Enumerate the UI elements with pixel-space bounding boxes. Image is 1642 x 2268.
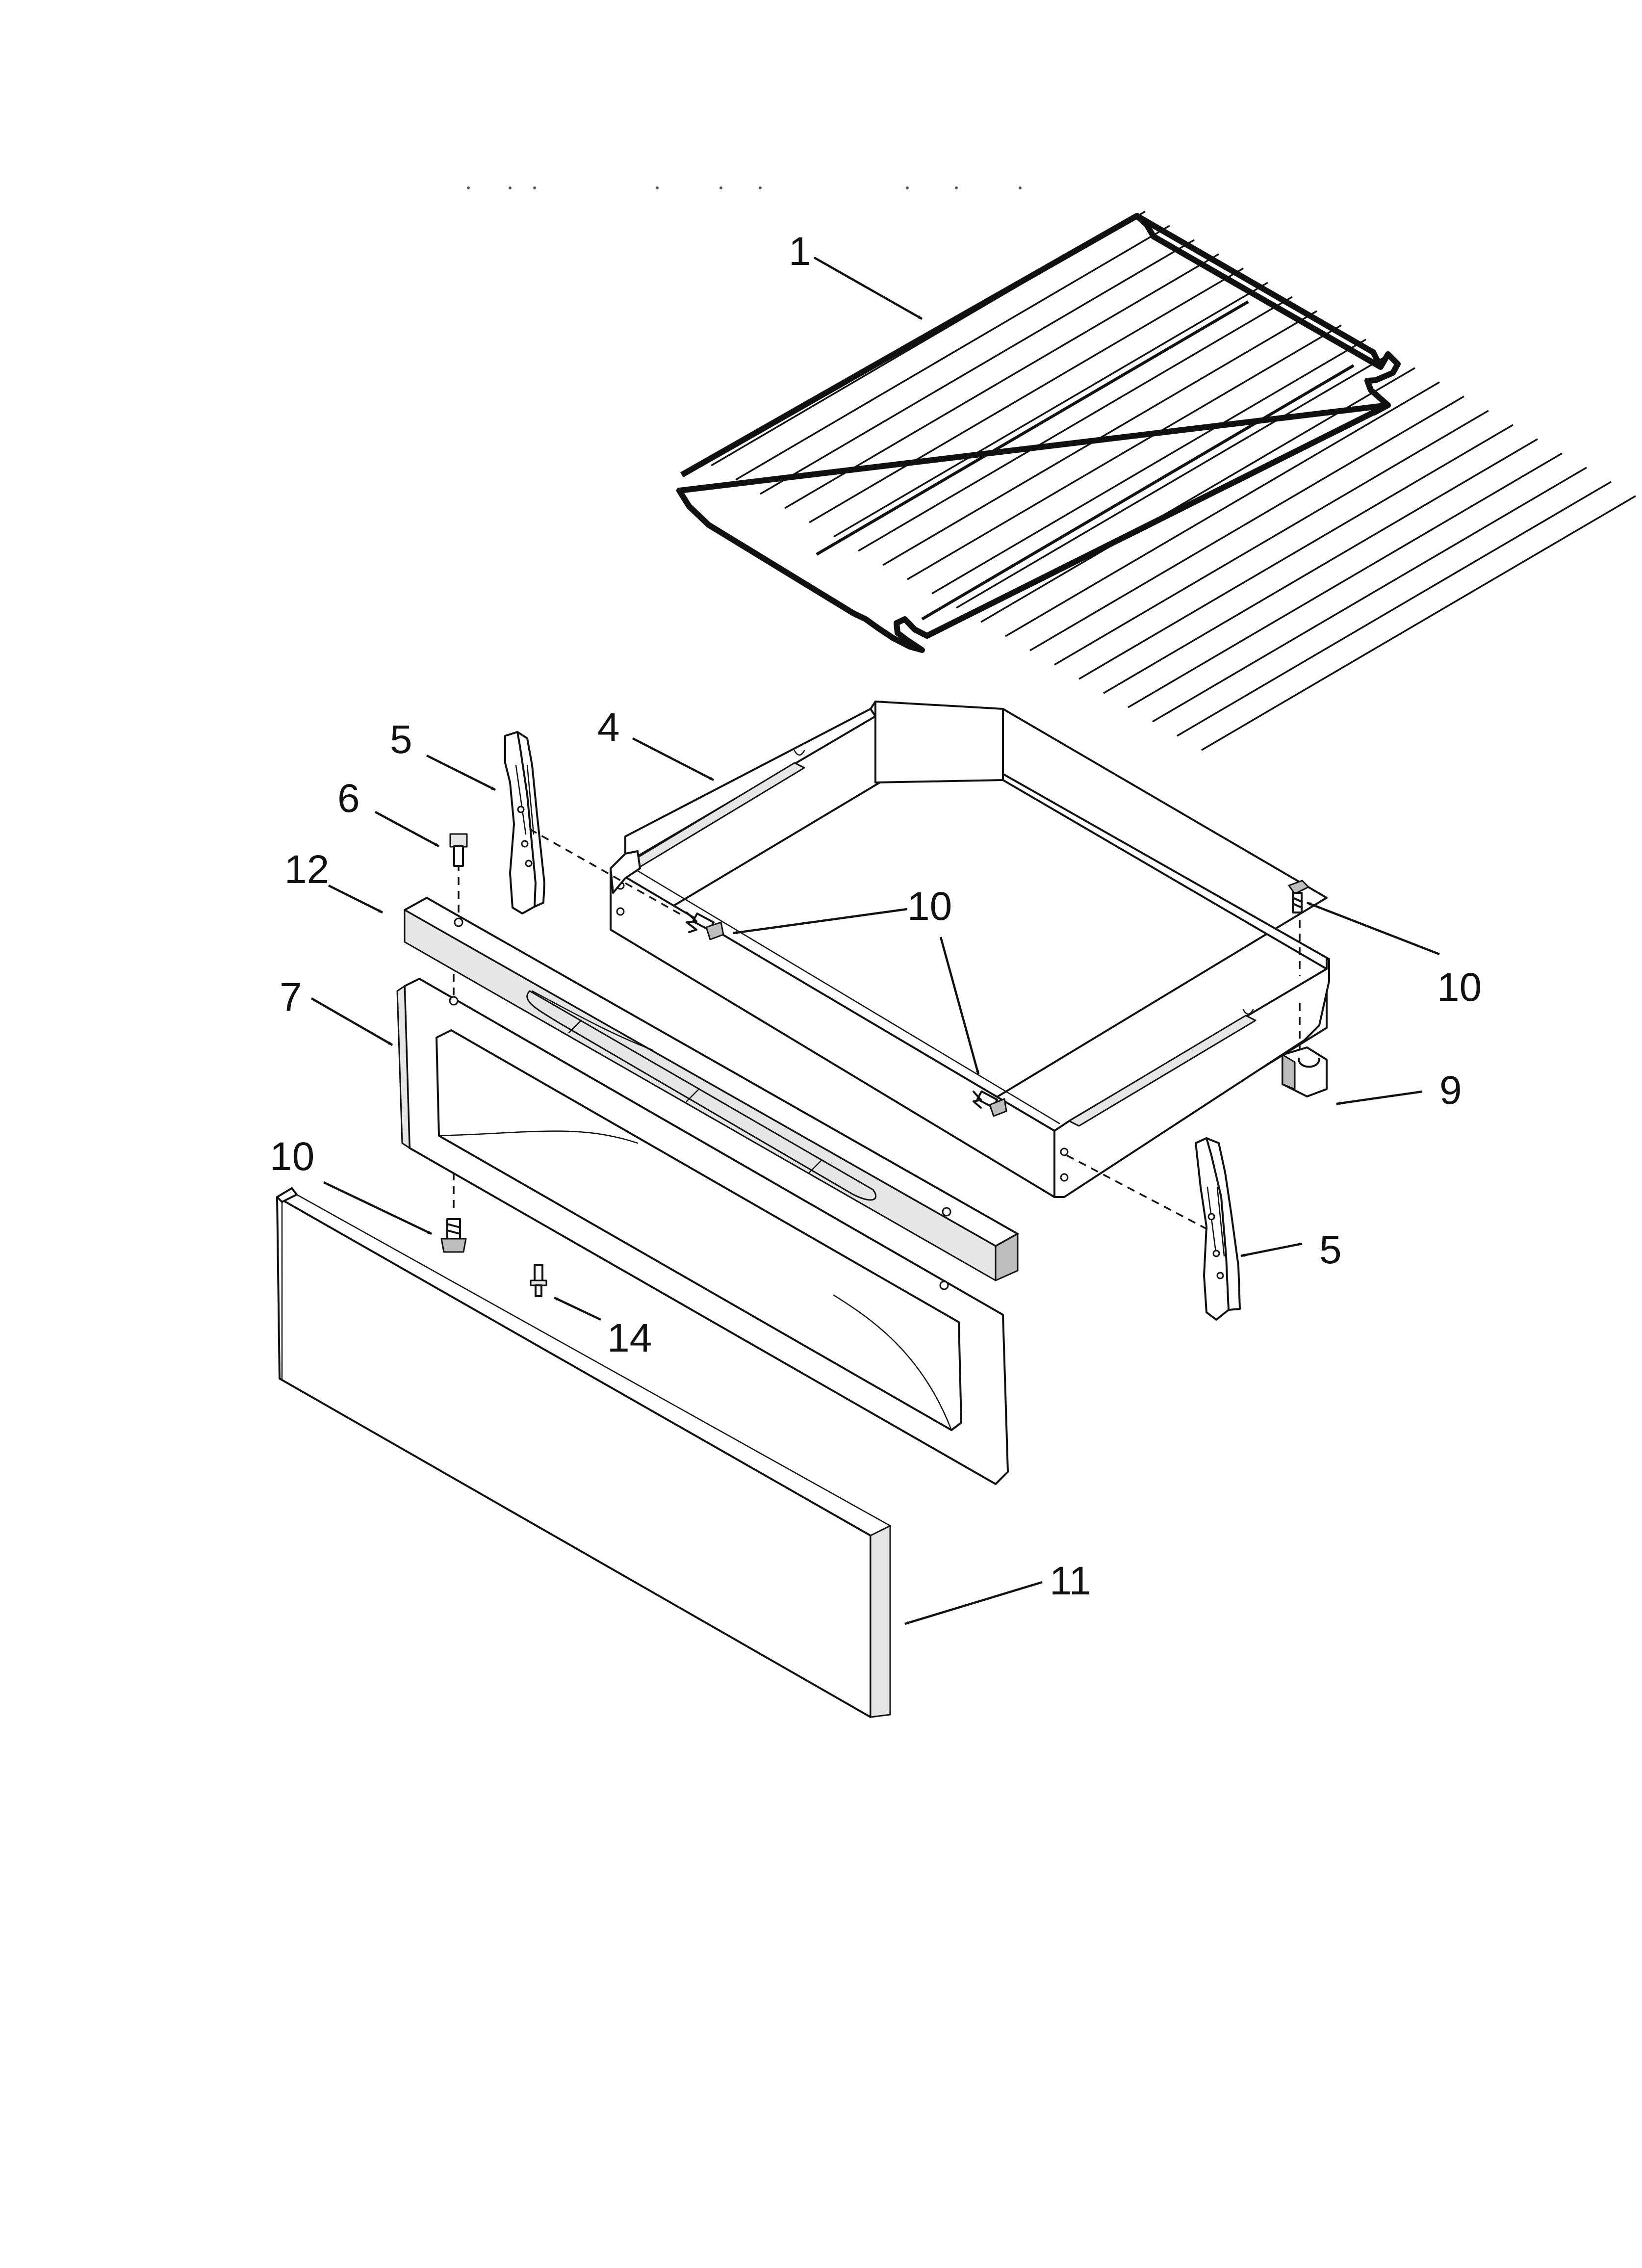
leader-10-drawer-front [939,937,980,1075]
screw-drawer-front [973,1090,1007,1117]
drawer-rail-right [1068,1015,1257,1127]
leader-4 [632,737,715,782]
callout-oven-rack: 1 [789,229,811,274]
leader-9 [1336,1090,1423,1105]
rack-frame [676,213,1401,653]
leader-1 [813,257,923,320]
callout-shoulder-screw: 6 [337,776,360,821]
oven-rack [676,210,1636,751]
rack-cross-wire [816,300,1249,556]
rack-bars [711,210,1636,751]
callout-pin: 14 [607,1316,652,1360]
drawer-end-cutout [610,850,641,894]
drawer-notch-2 [1242,1009,1254,1015]
callout-outer-panel: 11 [1050,1559,1091,1603]
screw-front [440,1218,467,1253]
drawer-notch [794,750,805,756]
outer-panel [276,1187,891,1718]
header-residue [467,186,1022,189]
screw-center [686,912,724,940]
leader-5-right [1240,1242,1303,1257]
callout-slide-right: 5 [1319,1227,1342,1272]
callout-slide-left: 5 [390,717,412,762]
pin [530,1264,547,1297]
leader-11 [904,1581,1043,1625]
leader-5-left [426,754,496,791]
callout-drawer-body: 4 [597,705,620,750]
screw-right [1288,880,1309,913]
rack-cross-wire-2 [921,364,1355,621]
drawer-body [610,701,1330,1198]
drawer-front-handle [526,990,877,1201]
clip [1282,1046,1328,1097]
shoulder-screw [449,833,468,867]
leader-7 [310,997,393,1046]
callout-screw-center: 10 [907,884,952,929]
callout-trim-strip: 12 [284,847,329,892]
callout-screw-front: 10 [270,1134,314,1179]
slide-right [1195,1137,1241,1321]
callout-screw-right: 10 [1437,965,1482,1010]
drawer-back-inner [874,701,1004,783]
leader-10-right [1307,901,1440,956]
leader-10-front [323,1181,432,1235]
leader-6 [374,811,440,847]
callout-drawer-front: 7 [280,975,302,1019]
rack-frame-right [1135,213,1384,368]
leader-lines [310,257,1440,1625]
drawer-front [396,978,1009,1485]
assembly-line-left [529,828,682,916]
leader-10-center [733,908,908,935]
callout-labels: 1 4 5 5 6 7 9 10 10 10 11 12 14 [270,229,1482,1603]
leader-12 [328,884,384,914]
leader-14 [554,1296,601,1321]
callout-clip: 9 [1439,1068,1462,1113]
slide-left [504,731,545,914]
